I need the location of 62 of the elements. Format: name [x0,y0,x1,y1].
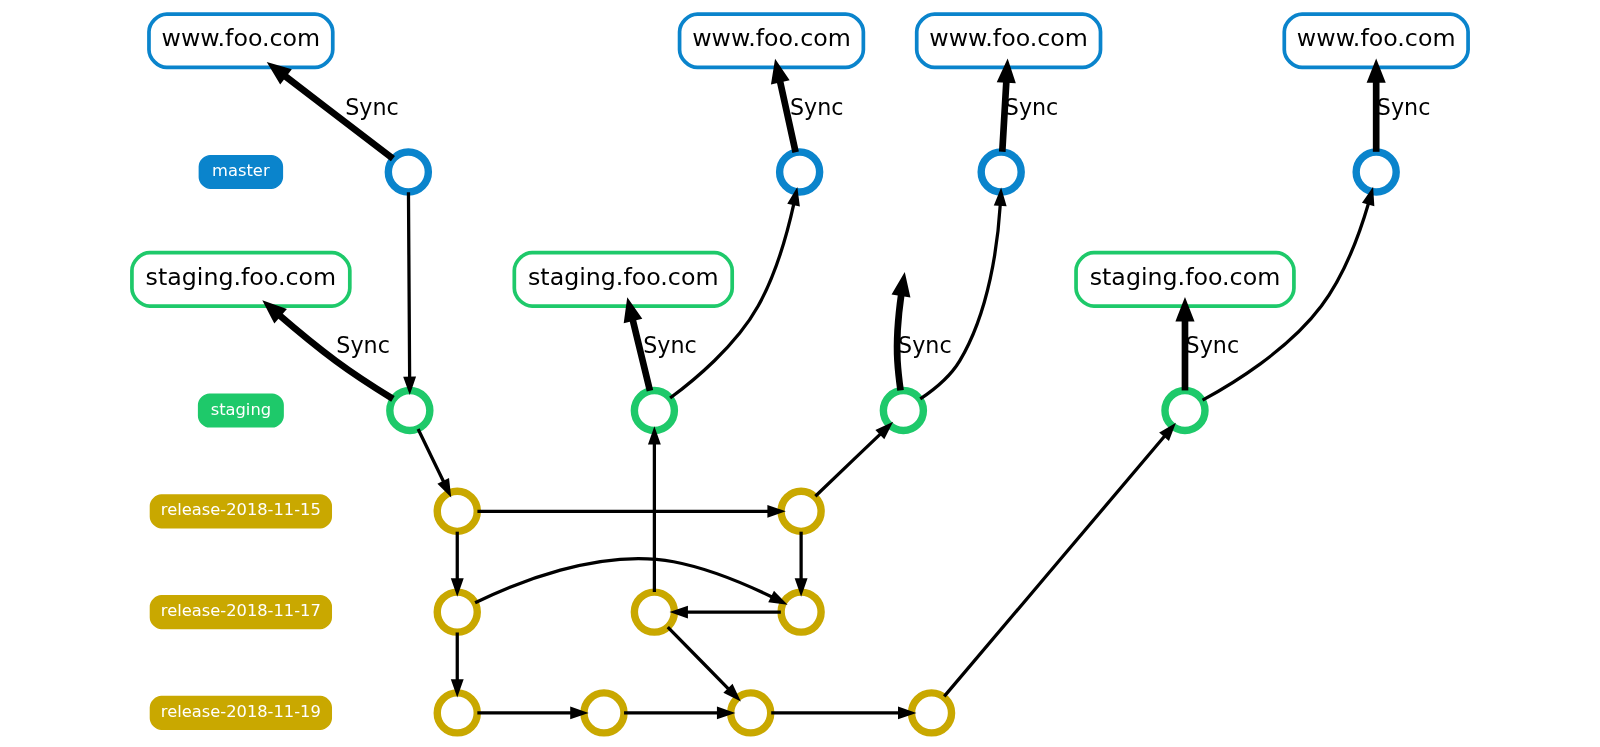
arrow [474,557,788,605]
arrow [623,297,654,392]
arrow [943,422,1176,698]
node-circle [727,689,775,737]
arrow [771,706,917,720]
node-box: release-2018-11-15 [149,494,332,529]
arrow [624,706,736,720]
arrow [814,421,894,498]
arrow [669,187,800,400]
node-circle [977,148,1025,196]
edge-label: Sync [789,93,844,120]
node-box: staging.foo.com [512,250,735,308]
arrow [416,428,452,498]
node-box: staging.foo.com [1074,250,1296,308]
arrow [1201,186,1375,402]
arrow [450,632,464,698]
edge-label: Sync [898,332,952,359]
edge-label: Sync [336,332,390,359]
arrow [1175,297,1195,391]
node-circle [777,487,825,536]
arrow [450,531,464,597]
arrow [770,58,799,153]
node-box: www.foo.com [147,12,335,70]
node-circle [1352,148,1400,196]
node-box: www.foo.com [1282,12,1470,70]
node-box: release-2018-11-19 [149,695,332,730]
edge-label: Sync [643,332,697,359]
arrow [794,531,808,597]
arrow [669,605,781,619]
node-circle [384,148,433,196]
arrow [647,426,661,592]
node-box: staging [197,393,284,428]
edge-label: Sync [1376,93,1431,120]
arrow [477,706,589,720]
node-box: www.foo.com [677,12,866,70]
node-box: www.foo.com [914,12,1103,70]
arrow [996,58,1016,152]
node-circle [580,689,628,737]
node-circle [433,689,481,737]
arrow [477,504,786,518]
node-circle [879,386,928,435]
arrow [919,187,1007,401]
arrow [666,626,741,702]
node-box: release-2018-11-17 [149,595,332,630]
node-circle [907,689,956,737]
node-box: master [198,154,284,189]
arrow [891,272,911,391]
arrow [266,62,395,162]
edge-label: Sync [345,93,399,120]
arrow [262,300,395,402]
node-circle [775,148,824,196]
node-circle [777,588,825,636]
node-circle [630,386,679,435]
node-box: staging.foo.com [130,250,352,308]
node-circle [1161,386,1209,435]
node-circle [386,386,434,435]
arrow [1366,58,1386,152]
node-circle [433,487,481,536]
arrow [403,192,417,396]
node-circle [630,588,679,636]
edge-label: Sync [1185,332,1240,359]
node-circle [433,588,481,636]
